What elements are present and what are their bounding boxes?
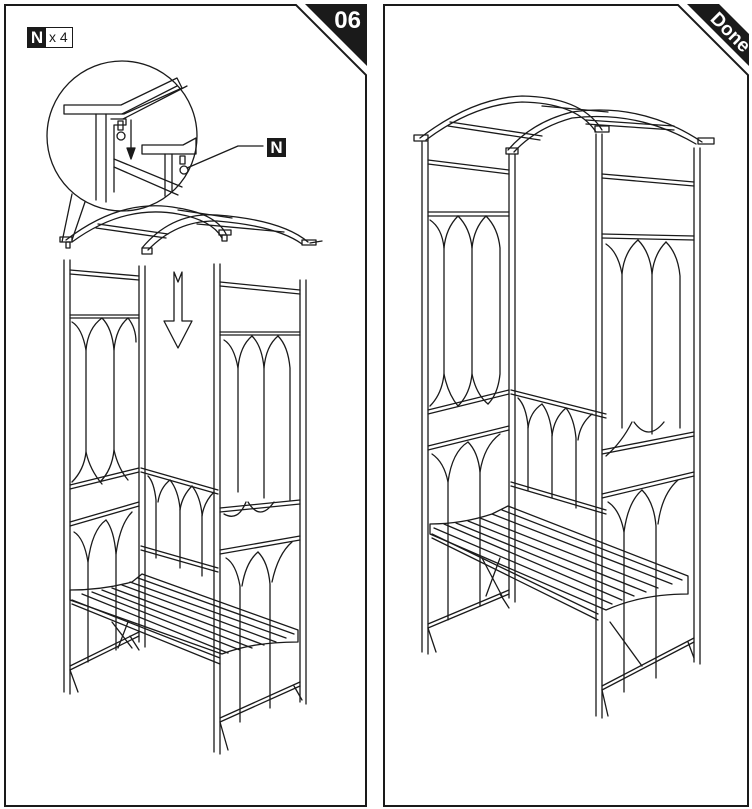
done-panel: Done (383, 3, 752, 809)
detail-magnifier (47, 61, 197, 242)
done-corner: Done (676, 3, 752, 81)
back-panel (141, 468, 218, 576)
arbor-assembly-drawing (6, 6, 369, 809)
step-number: 06 (334, 7, 361, 34)
down-arrow-icon (164, 272, 192, 348)
step-number-corner: 06 (294, 3, 368, 81)
arch-roof (414, 96, 714, 154)
hardware-count-badge: N x 4 (27, 27, 73, 48)
part-callout-label: N (267, 138, 286, 157)
left-side-panel (422, 142, 515, 654)
corner-band (676, 3, 750, 77)
right-side-panel (596, 134, 700, 718)
arch-roof (60, 206, 322, 254)
step-panel: N x 4 N 06 (4, 3, 369, 809)
part-letter: N (28, 28, 46, 47)
back-panel (511, 390, 606, 514)
right-side-panel (214, 264, 306, 754)
bench-seat (430, 506, 688, 666)
finished-arbor-drawing (385, 6, 751, 809)
callout-leader (187, 146, 263, 168)
bench-seat (70, 574, 298, 664)
corner-triangle (294, 3, 368, 77)
part-quantity: x 4 (49, 29, 68, 45)
left-side-panel (64, 260, 145, 694)
